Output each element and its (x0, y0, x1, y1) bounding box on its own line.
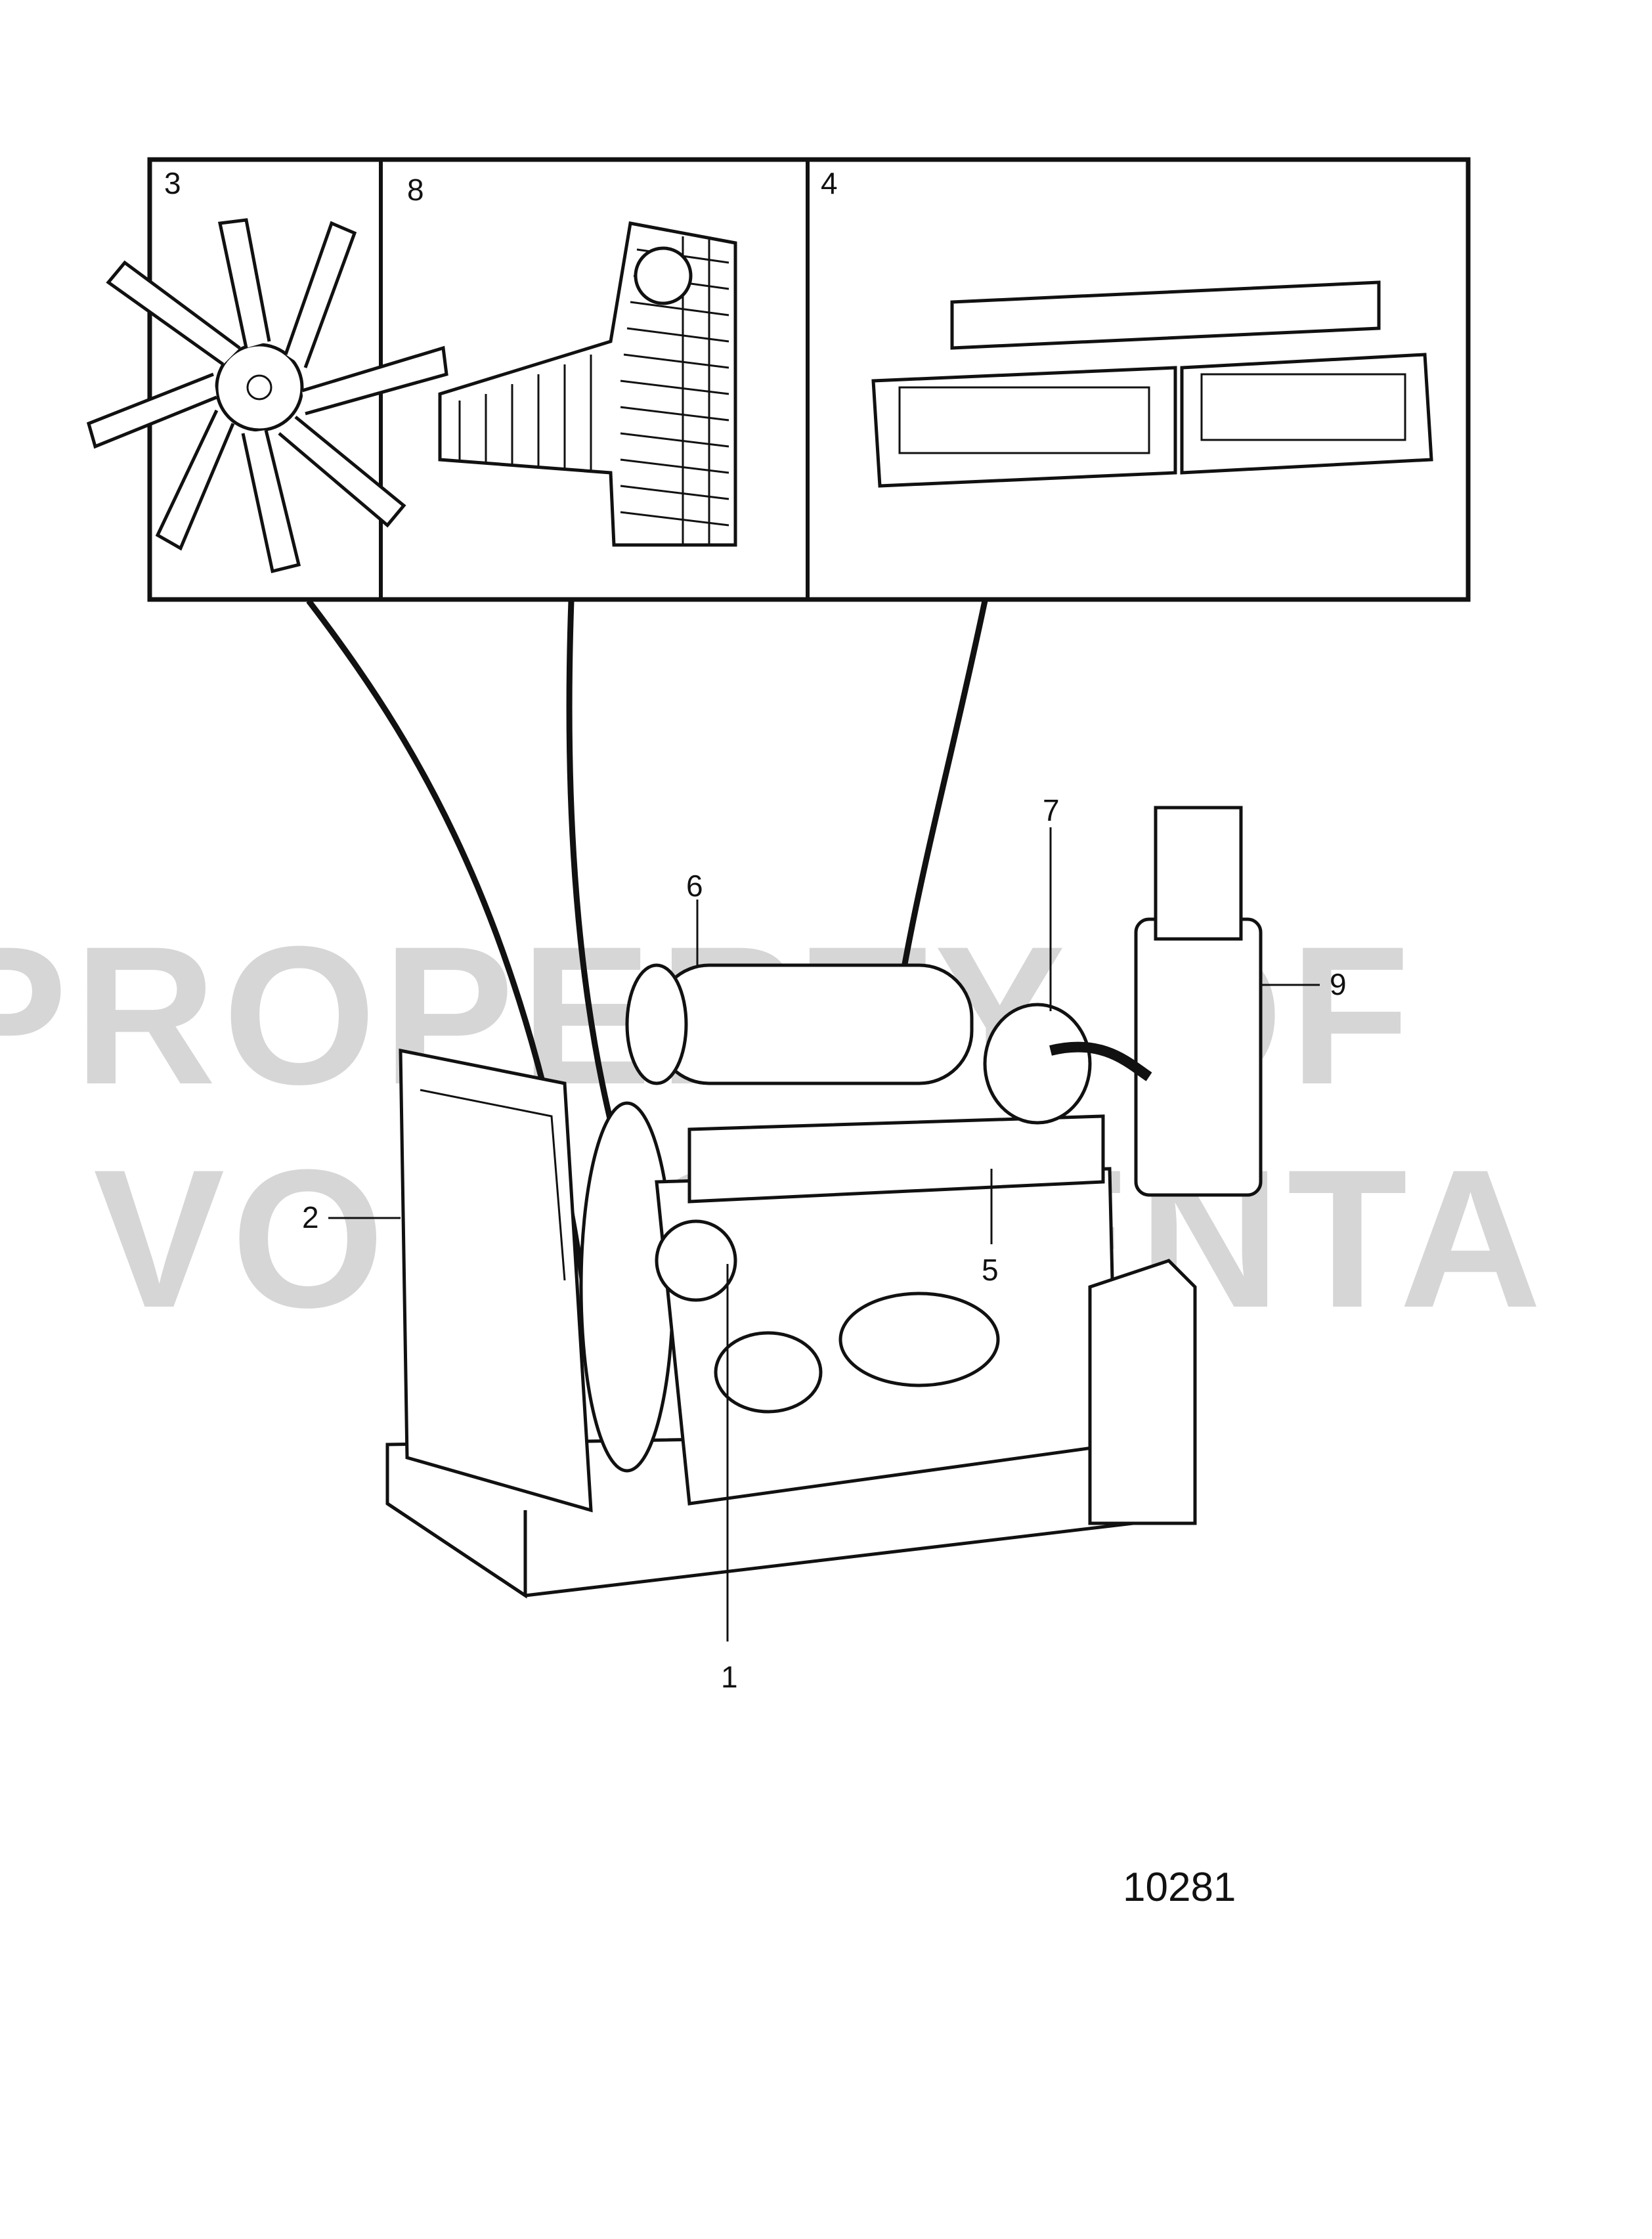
callout-leaders (328, 827, 1320, 1641)
callout-9: 9 (1330, 967, 1347, 1001)
callout-6: 6 (686, 869, 703, 903)
callout-5: 5 (982, 1253, 999, 1287)
manifold-illustration (871, 280, 1433, 488)
callout-2: 2 (302, 1200, 319, 1234)
fan-shroud-illustration (438, 221, 737, 547)
callout-4: 4 (821, 166, 838, 200)
callout-3: 3 (164, 166, 181, 200)
engine-illustration (385, 806, 1263, 1599)
callouts: 3 8 4 6 7 9 2 5 1 10281 (164, 166, 1347, 1910)
callout-8: 8 (407, 173, 424, 207)
callout-1: 1 (721, 1660, 738, 1694)
drawing-number: 10281 (1123, 1865, 1236, 1910)
fan-illustration (86, 218, 448, 574)
callout-7: 7 (1043, 793, 1060, 827)
